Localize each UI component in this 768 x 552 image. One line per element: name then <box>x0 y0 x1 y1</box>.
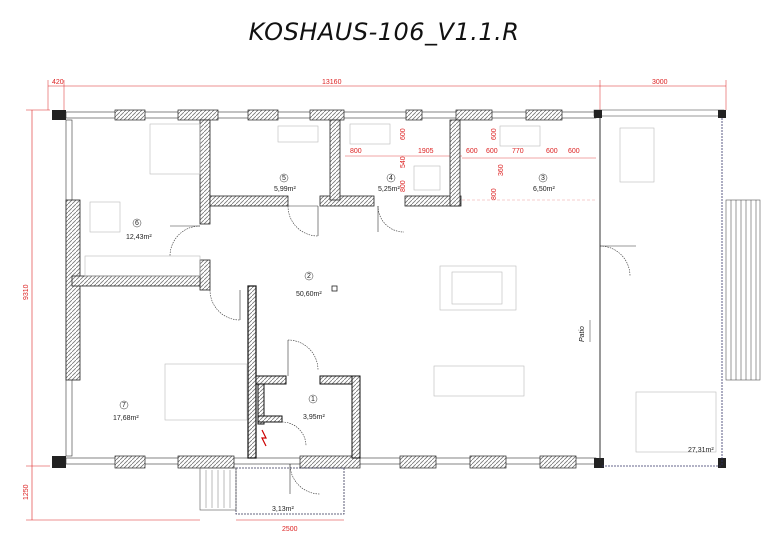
dim-porch: 2500 <box>282 526 298 533</box>
room-area: 3,95m² <box>303 414 325 421</box>
dim-inner: 600 <box>546 148 558 155</box>
room-area: 17,68m² <box>113 415 139 422</box>
room-number: 6 <box>135 220 139 227</box>
terrace-area: 27,31m² <box>688 447 714 454</box>
dim-left-bottom: 1250 <box>23 484 30 500</box>
dim-inner: 770 <box>512 148 524 155</box>
room-area: 6,50m² <box>533 186 555 193</box>
dim-top-left: 420 <box>52 79 64 86</box>
room-number: 1 <box>311 396 315 403</box>
dim-top-right: 3000 <box>652 79 668 86</box>
outer-walls <box>52 109 726 469</box>
dim-inner: 600 <box>466 148 478 155</box>
patio-label: Patio <box>579 326 586 342</box>
dim-left-height: 9310 <box>23 284 30 300</box>
dim-inner: 800 <box>400 180 407 192</box>
furniture <box>84 123 717 453</box>
dimension-left: 9310 1250 <box>23 109 200 521</box>
porch-area: 3,13m² <box>272 506 294 513</box>
electric-panel-icon <box>261 429 267 447</box>
interior-walls <box>71 119 462 459</box>
room-area: 5,25m² <box>378 186 400 193</box>
room-number: 7 <box>122 402 126 409</box>
dimension-top: 420 13160 3000 <box>47 79 727 110</box>
column-marker <box>331 285 338 292</box>
dimension-porch: 2500 <box>236 519 344 533</box>
dim-inner: 800 <box>350 148 362 155</box>
dim-inner: 600 <box>491 128 498 140</box>
room-area: 12,43m² <box>126 234 152 241</box>
dim-inner: 360 <box>498 164 505 176</box>
terrace-stairs <box>725 199 761 381</box>
room-number: 4 <box>389 175 393 182</box>
dim-inner: 600 <box>400 128 407 140</box>
inner-dimensions: 800 1905 600 600 770 600 600 600 540 800… <box>345 128 596 201</box>
dim-inner: 540 <box>400 156 407 168</box>
room-area: 5,99m² <box>274 186 296 193</box>
doors <box>169 205 636 495</box>
room-number: 5 <box>282 175 286 182</box>
porch <box>199 467 345 515</box>
room-number: 3 <box>541 175 545 182</box>
dim-inner: 1905 <box>418 148 434 155</box>
room-number: 2 <box>307 273 311 280</box>
dim-inner: 600 <box>486 148 498 155</box>
dim-inner: 800 <box>491 188 498 200</box>
dim-inner: 600 <box>568 148 580 155</box>
plan-title: KOSHAUS-106_V1.1.R <box>248 18 520 46</box>
dim-top-main: 13160 <box>322 79 342 86</box>
room-area: 50,60m² <box>296 291 322 298</box>
room-labels: 5 5,99m² 4 5,25m² 3 6,50m² 6 12,43m² 2 5… <box>113 173 714 513</box>
